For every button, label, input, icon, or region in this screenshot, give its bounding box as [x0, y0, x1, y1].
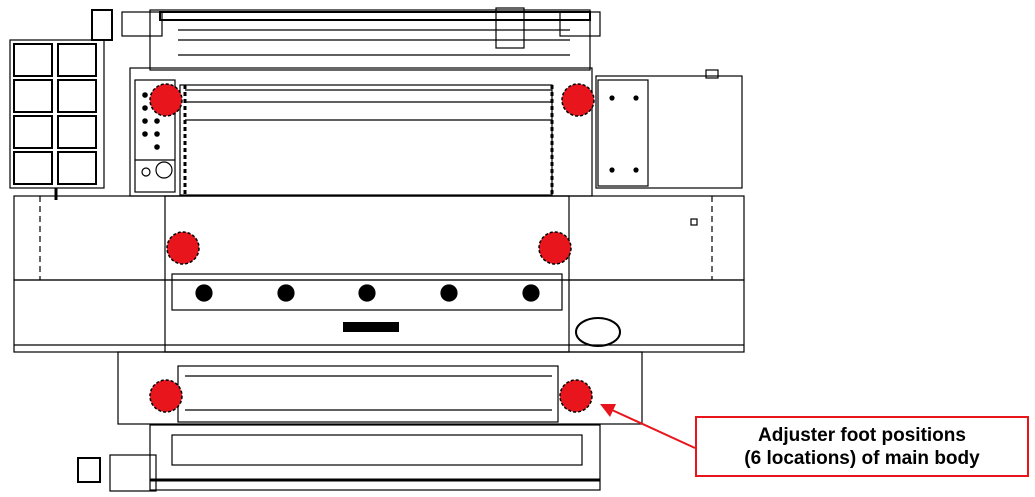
bottom-roller: [172, 435, 582, 465]
ink-slot: [14, 80, 52, 112]
panel-button: [143, 132, 147, 136]
ink-slot: [14, 116, 52, 148]
cabinet-tab: [706, 70, 718, 78]
panel-button: [143, 106, 147, 110]
top-rail: [160, 12, 590, 20]
main-body-lower: [14, 280, 744, 352]
cabinet-screw: [610, 168, 614, 172]
ink-slot: [58, 44, 96, 76]
ionizer-hole: [441, 285, 457, 301]
panel-knob: [142, 168, 150, 176]
panel-button: [155, 132, 159, 136]
panel-button: [155, 145, 159, 149]
ink-slot: [14, 44, 52, 76]
panel-button: [143, 93, 147, 97]
cabinet-screw: [634, 168, 638, 172]
ink-slot: [14, 152, 52, 184]
top-left-bracket: [122, 12, 162, 36]
adjuster-foot-marker-icon: [150, 380, 182, 412]
adjuster-foot-marker-icon: [150, 84, 182, 116]
cabinet-screw: [610, 96, 614, 100]
adjuster-foot-marker-icon: [539, 232, 571, 264]
right-cabinet-panel: [598, 80, 648, 186]
upper-body: [130, 68, 592, 196]
ink-slot: [58, 80, 96, 112]
ink-slot: [58, 152, 96, 184]
emblem-square: [691, 219, 697, 225]
printer-line-drawing: [10, 8, 744, 491]
adjuster-foot-markers: [150, 84, 594, 412]
brand-logo: [343, 322, 399, 332]
ionizer-hole: [196, 285, 212, 301]
ionizer-hole: [359, 285, 375, 301]
bottom-left-bracket: [110, 455, 156, 491]
emblem: [576, 318, 620, 346]
adjuster-foot-marker-icon: [167, 232, 199, 264]
panel-button: [155, 119, 159, 123]
cabinet-screw: [634, 96, 638, 100]
right-cabinet: [596, 76, 742, 188]
ionizer-hole: [278, 285, 294, 301]
lower-roller-area: [178, 366, 558, 422]
callout-line-1: Adjuster foot positions: [758, 424, 966, 447]
bottom-left-motor: [78, 458, 100, 482]
ink-slot: [58, 116, 96, 148]
panel-button: [143, 119, 147, 123]
leader-line: [612, 410, 695, 448]
callout-line-2: (6 locations) of main body: [744, 447, 979, 470]
panel-knob: [156, 162, 172, 178]
top-left-motor: [92, 10, 112, 40]
ionizer-hole: [523, 285, 539, 301]
callout-box: Adjuster foot positions (6 locations) of…: [695, 416, 1029, 477]
adjuster-foot-marker-icon: [560, 380, 592, 412]
leader-arrow-icon: [600, 404, 695, 448]
main-body-upper: [14, 196, 744, 280]
adjuster-foot-marker-icon: [562, 84, 594, 116]
